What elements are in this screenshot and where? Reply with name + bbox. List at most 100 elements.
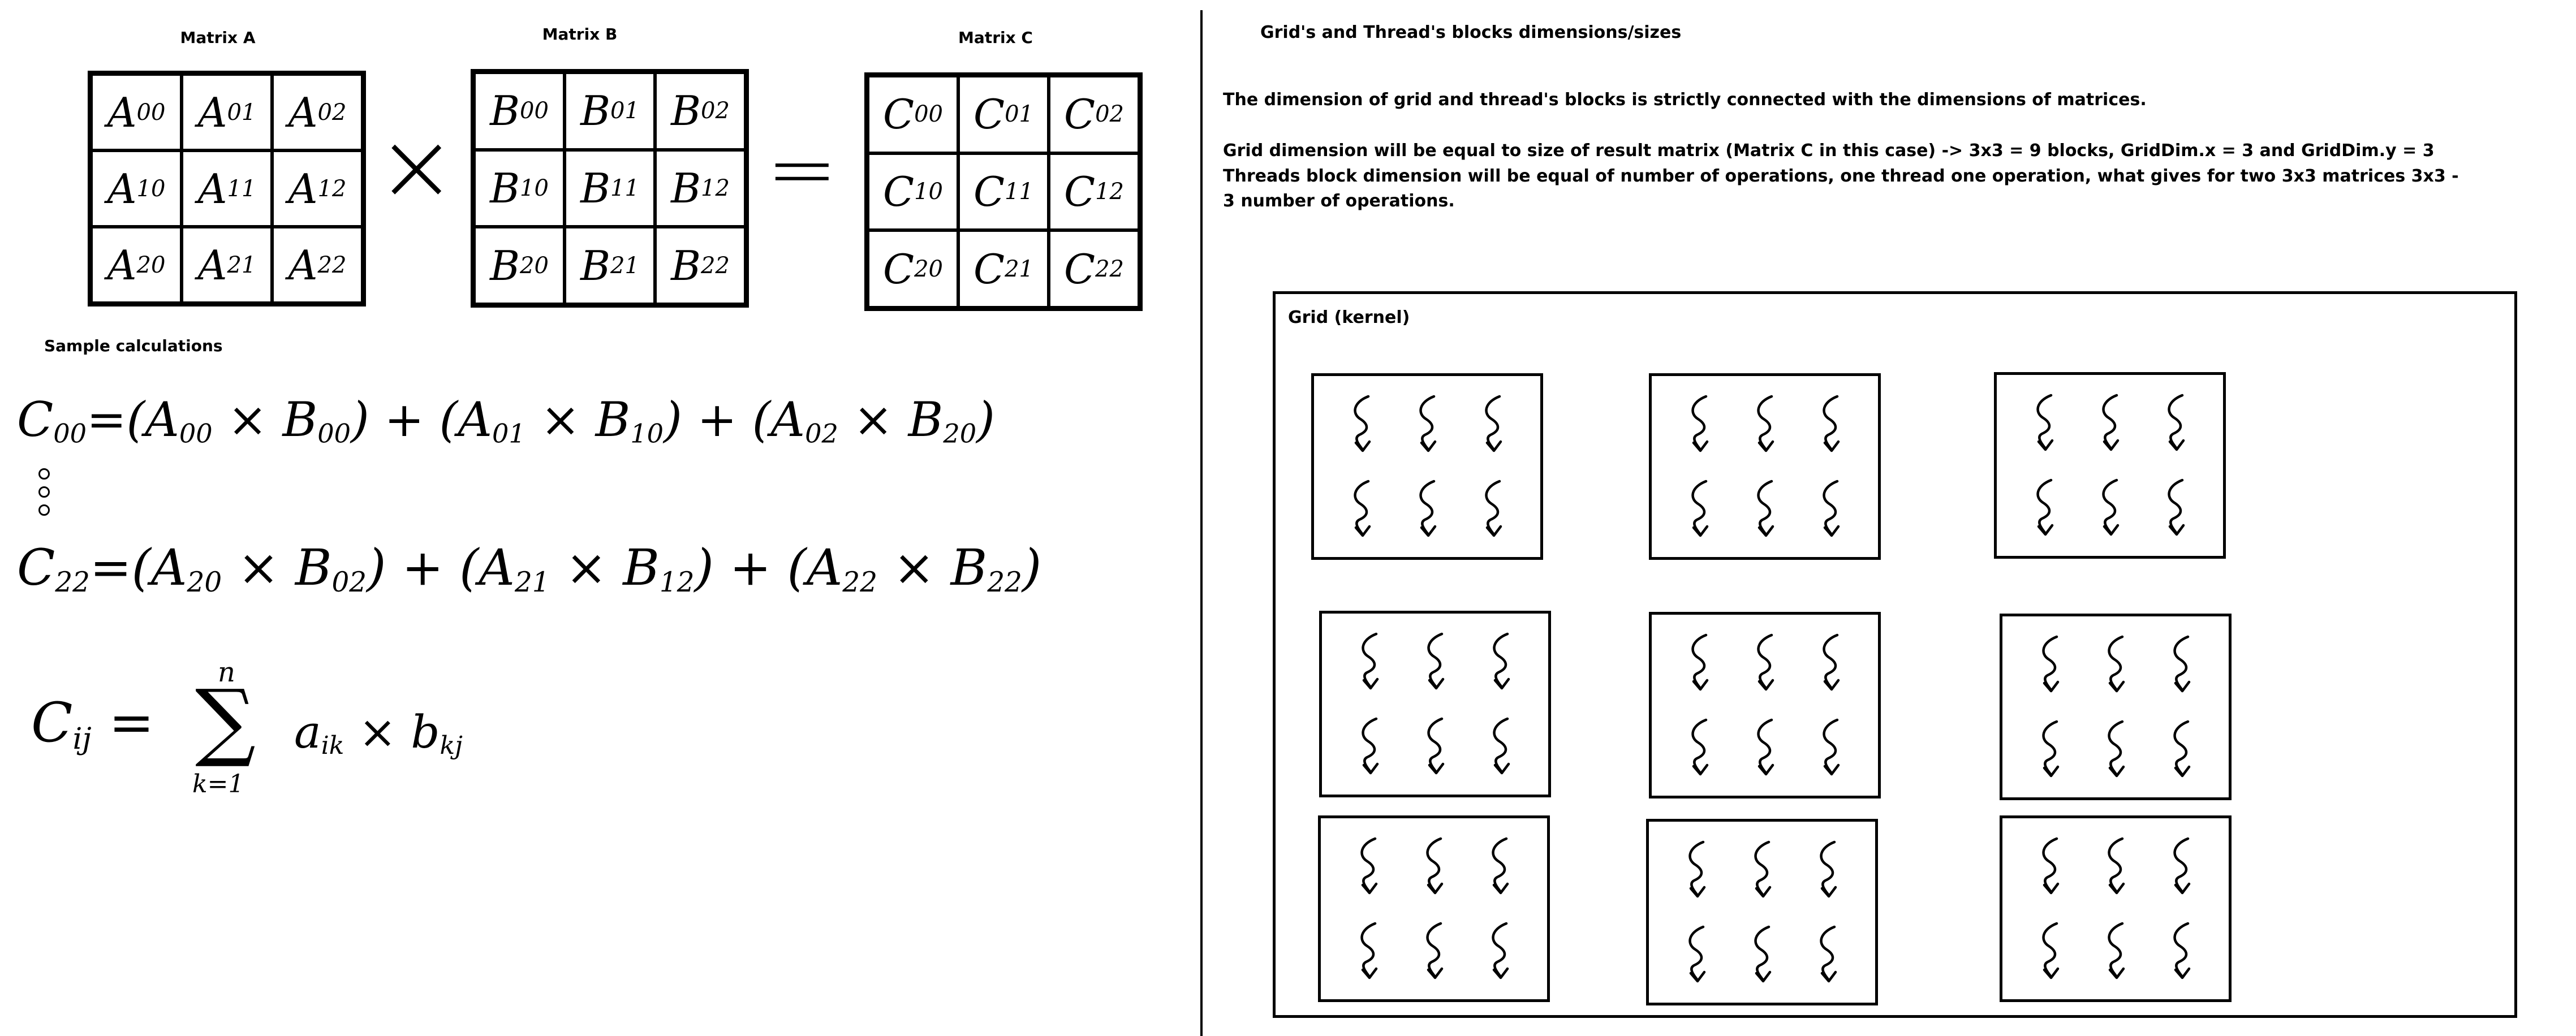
thread-block xyxy=(1994,372,2226,559)
thread-arrow-icon xyxy=(1411,393,1443,455)
thread-block xyxy=(2000,815,2232,1002)
formula-cij: Cij = xyxy=(31,691,154,757)
thread-arrow-icon xyxy=(2100,633,2131,696)
thread-arrow-icon xyxy=(1815,478,1846,540)
paragraph-grid-size: Grid dimension will be equal to size of … xyxy=(1223,141,2435,161)
paragraph-thread-block: Threads block dimension will be equal of… xyxy=(1223,166,2459,211)
thread-arrow-icon xyxy=(1418,835,1450,897)
thread-block xyxy=(1318,815,1550,1002)
thread-arrow-icon xyxy=(2028,392,2060,454)
formula-sum-term: aik × bkj xyxy=(294,706,463,760)
thread-arrow-icon xyxy=(1683,393,1715,455)
thread-arrow-icon xyxy=(1681,839,1712,901)
thread-arrow-icon xyxy=(1419,631,1451,693)
thread-arrow-icon xyxy=(1477,478,1509,540)
matrix-c-title: Matrix C xyxy=(958,28,1033,47)
thread-block xyxy=(1649,612,1881,798)
thread-arrow-icon xyxy=(1683,716,1715,779)
grid-kernel-title: Grid (kernel) xyxy=(1288,308,1410,327)
matrix-a-title: Matrix A xyxy=(180,28,256,47)
thread-arrow-icon xyxy=(1484,835,1515,897)
thread-arrow-icon xyxy=(1352,920,1384,982)
formula-c00: C00=(A00 × B00) + (A01 × B10) + (A02 × B… xyxy=(17,392,995,449)
thread-arrow-icon xyxy=(1484,920,1515,982)
thread-arrow-icon xyxy=(1681,923,1712,986)
thread-arrow-icon xyxy=(1485,631,1517,693)
thread-arrow-icon xyxy=(1746,839,1778,901)
thread-arrow-icon xyxy=(2165,920,2197,982)
sum-upper-limit: n xyxy=(218,657,235,688)
thread-arrow-icon xyxy=(2100,920,2131,982)
thread-block xyxy=(2000,614,2232,800)
thread-arrow-icon xyxy=(1749,716,1781,779)
thread-arrow-icon xyxy=(1411,478,1443,540)
thread-block xyxy=(1649,373,1881,560)
thread-arrow-icon xyxy=(2094,477,2126,539)
thread-arrow-icon xyxy=(1683,478,1715,540)
vertical-ellipsis xyxy=(38,468,50,516)
thread-arrow-icon xyxy=(1815,393,1846,455)
thread-arrow-icon xyxy=(2100,835,2131,897)
thread-arrow-icon xyxy=(1815,716,1846,779)
thread-block xyxy=(1319,611,1551,797)
formula-c22: C22=(A20 × B02) + (A21 × B12) + (A22 × B… xyxy=(17,538,1042,599)
thread-arrow-icon xyxy=(2160,392,2191,454)
sample-calculations-title: Sample calculations xyxy=(44,336,223,355)
thread-block xyxy=(1646,819,1878,1005)
thread-arrow-icon xyxy=(2034,835,2066,897)
thread-arrow-icon xyxy=(1419,715,1451,778)
thread-arrow-icon xyxy=(2034,920,2066,982)
sum-lower-limit: k=1 xyxy=(192,770,244,798)
thread-arrow-icon xyxy=(1485,715,1517,778)
thread-arrow-icon xyxy=(2160,477,2191,539)
thread-arrow-icon xyxy=(1749,478,1781,540)
panel-divider xyxy=(1200,10,1203,1036)
grid-kernel-frame: Grid (kernel) xyxy=(1273,291,2517,1018)
matrix-b-title: Matrix B xyxy=(542,25,618,44)
thread-arrow-icon xyxy=(2028,477,2060,539)
right-heading: Grid's and Thread's blocks dimensions/si… xyxy=(1260,23,1682,42)
equals-sign: = xyxy=(766,120,838,219)
thread-arrow-icon xyxy=(1815,632,1846,694)
thread-arrow-icon xyxy=(1354,715,1385,778)
thread-arrow-icon xyxy=(1812,839,1843,901)
thread-arrow-icon xyxy=(1749,632,1781,694)
thread-arrow-icon xyxy=(2094,392,2126,454)
thread-arrow-icon xyxy=(2034,633,2066,696)
thread-arrow-icon xyxy=(1746,923,1778,986)
thread-arrow-icon xyxy=(1477,393,1509,455)
thread-arrow-icon xyxy=(2165,633,2197,696)
thread-arrow-icon xyxy=(2165,718,2197,780)
thread-arrow-icon xyxy=(1683,632,1715,694)
thread-arrow-icon xyxy=(2165,835,2197,897)
thread-arrow-icon xyxy=(1346,478,1377,540)
